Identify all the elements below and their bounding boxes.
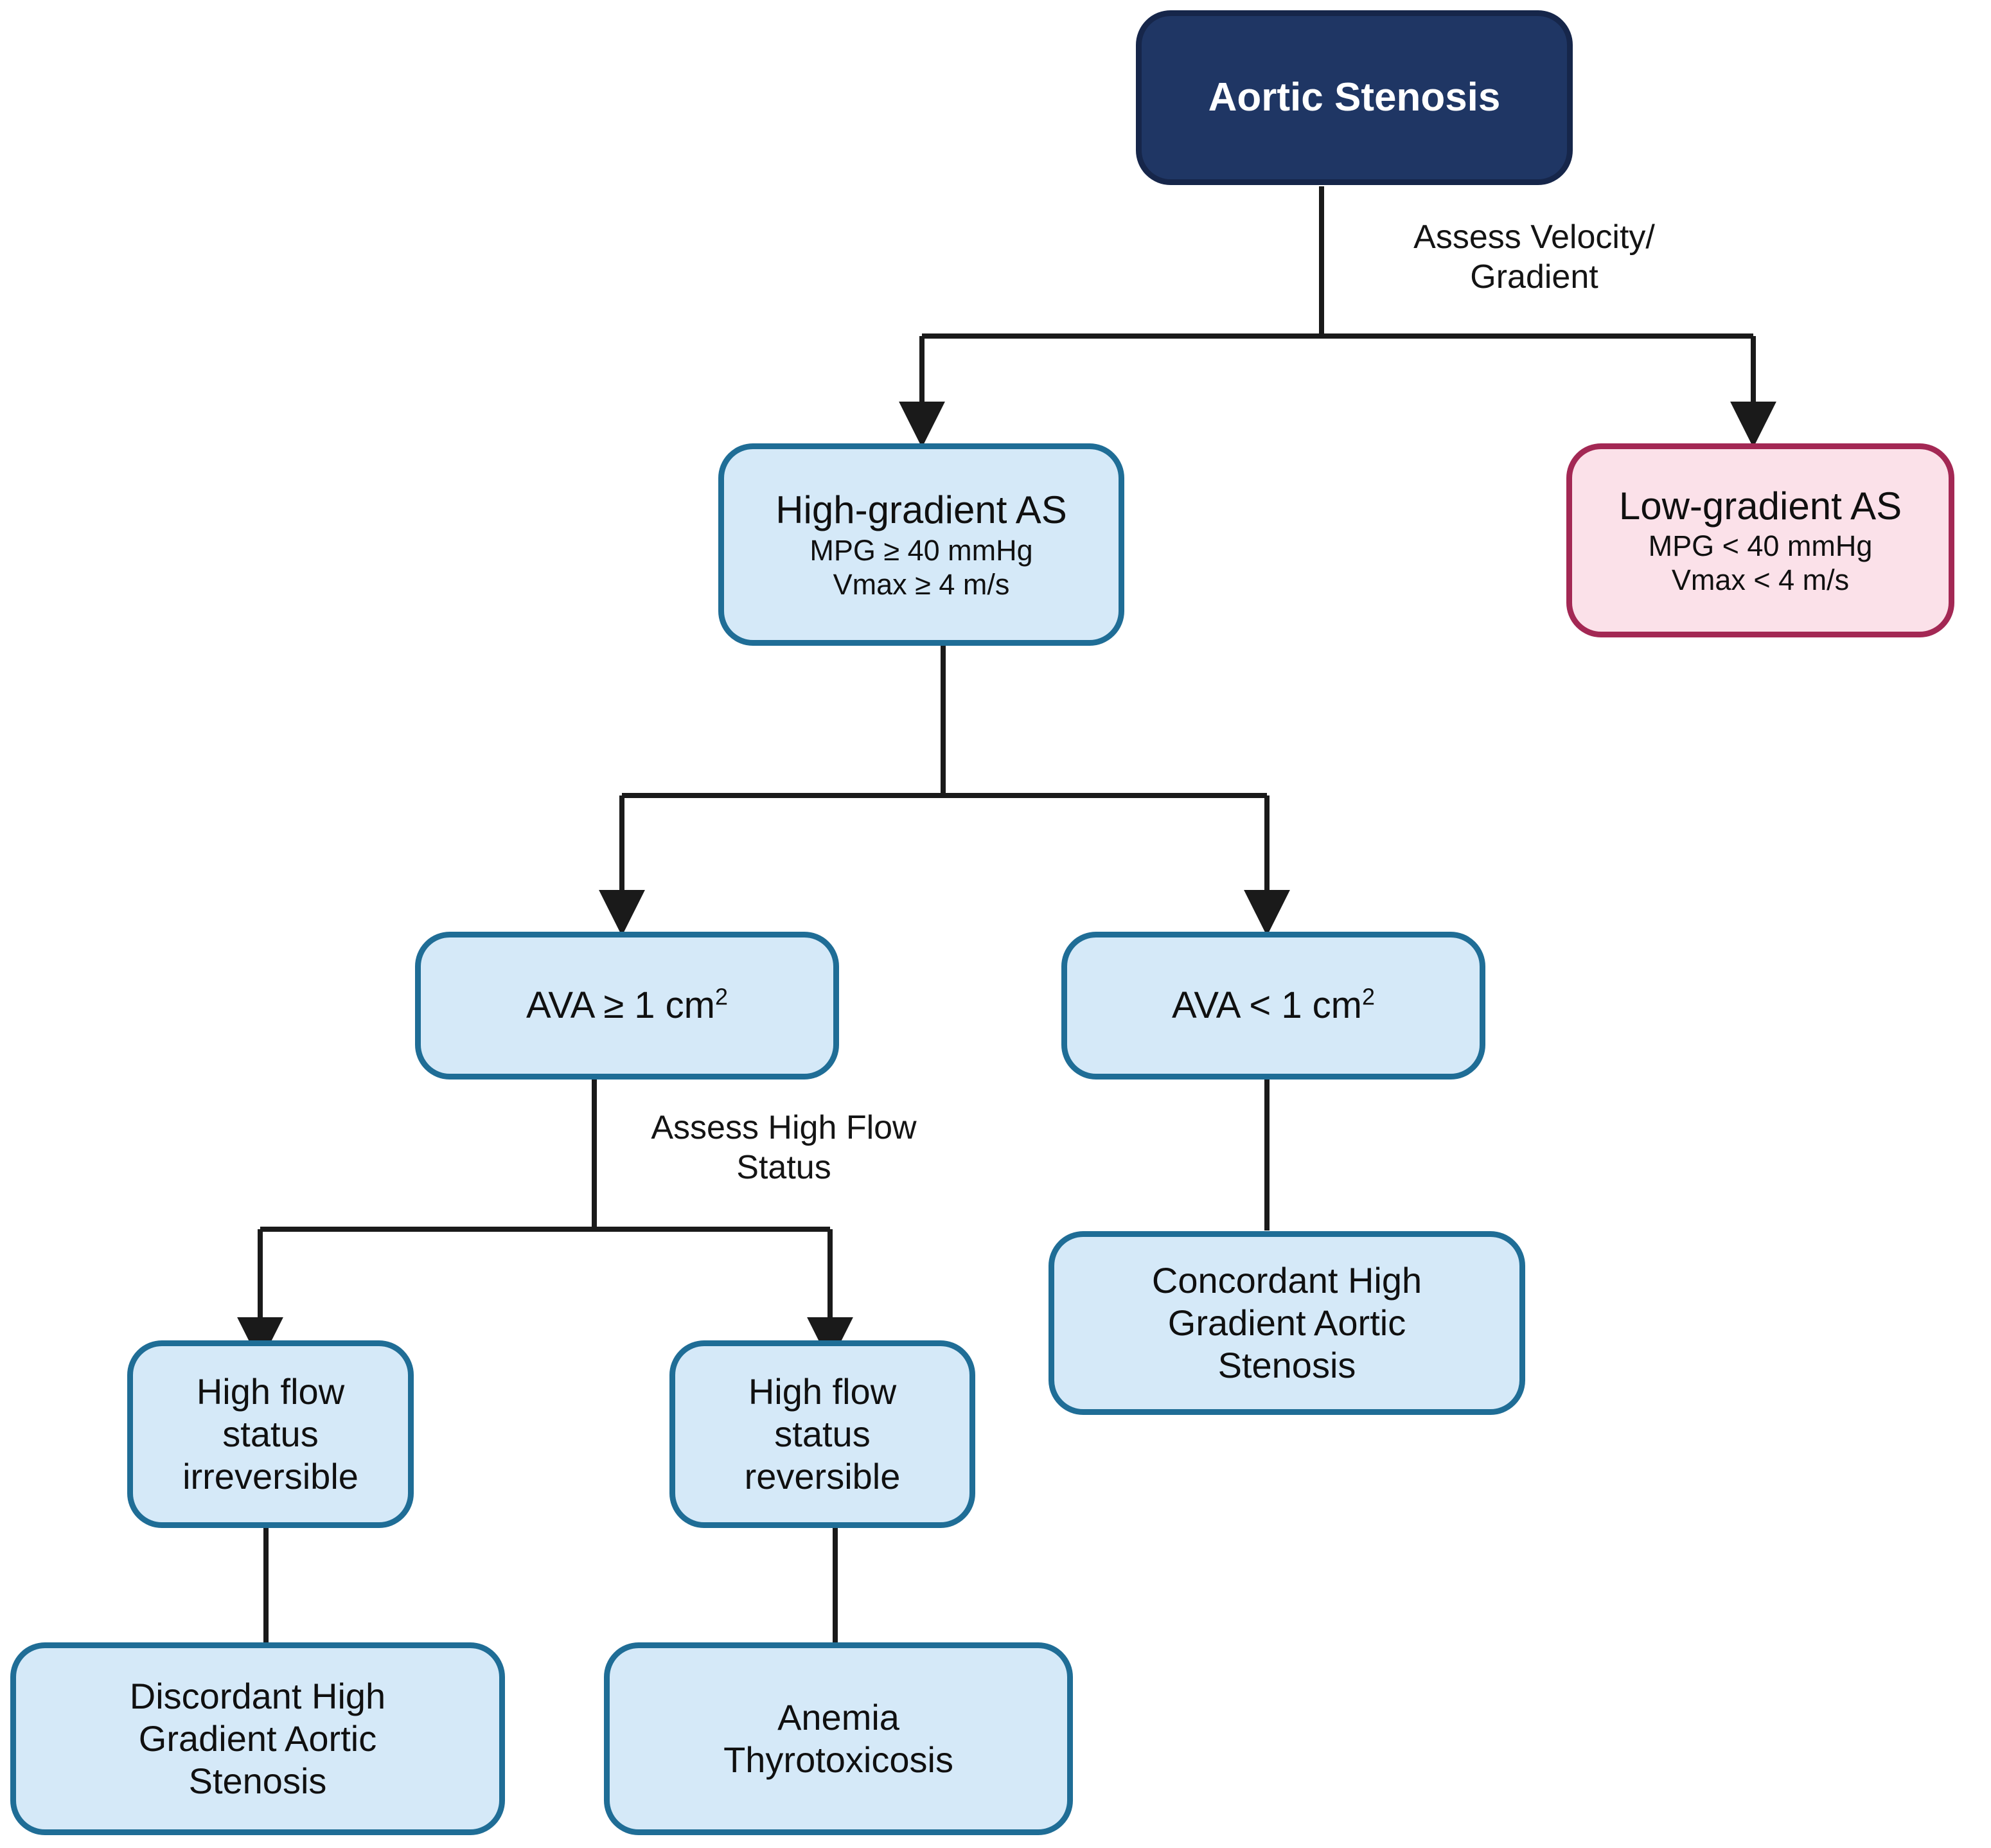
node-high-flow-status-reversible[interactable]: High flow status reversible: [669, 1340, 975, 1528]
node-aortic-stenosis-label: Aortic Stenosis: [1208, 75, 1501, 120]
node-high-flow-status-reversible-label: High flow status reversible: [744, 1371, 901, 1497]
node-high-gradient-as-mpg: MPG ≥ 40 mmHg: [810, 533, 1033, 567]
node-high-flow-status-irreversible[interactable]: High flow status irreversible: [127, 1340, 414, 1528]
node-concordant-high-gradient-as[interactable]: Concordant High Gradient Aortic Stenosis: [1049, 1231, 1525, 1415]
node-anemia-thyrotoxicosis-label: Anemia Thyrotoxicosis: [723, 1696, 953, 1780]
edge-label-assess-velocity-gradient: Assess Velocity/ Gradient: [1413, 218, 1655, 296]
node-ava-ge-1[interactable]: AVA ≥ 1 cm2: [415, 932, 839, 1079]
node-low-gradient-as-title: Low-gradient AS: [1618, 484, 1902, 528]
node-concordant-high-gradient-as-label: Concordant High Gradient Aortic Stenosis: [1151, 1259, 1422, 1386]
node-high-flow-status-irreversible-label: High flow status irreversible: [182, 1371, 358, 1497]
node-aortic-stenosis[interactable]: Aortic Stenosis: [1136, 10, 1573, 185]
node-high-gradient-as-vmax: Vmax ≥ 4 m/s: [833, 567, 1010, 601]
edge-label-assess-high-flow-status: Assess High Flow Status: [651, 1109, 917, 1187]
node-discordant-high-gradient-as[interactable]: Discordant High Gradient Aortic Stenosis: [10, 1642, 505, 1835]
node-high-gradient-as-title: High-gradient AS: [775, 488, 1067, 531]
node-low-gradient-as[interactable]: Low-gradient AS MPG < 40 mmHg Vmax < 4 m…: [1566, 443, 1954, 637]
node-anemia-thyrotoxicosis[interactable]: Anemia Thyrotoxicosis: [604, 1642, 1073, 1835]
node-low-gradient-as-mpg: MPG < 40 mmHg: [1648, 529, 1873, 563]
node-ava-ge-1-label: AVA ≥ 1 cm2: [526, 983, 728, 1026]
superscript-two: 2: [715, 983, 728, 1010]
node-discordant-high-gradient-as-label: Discordant High Gradient Aortic Stenosis: [129, 1675, 386, 1802]
node-ava-lt-1[interactable]: AVA < 1 cm2: [1061, 932, 1485, 1079]
node-ava-lt-1-label: AVA < 1 cm2: [1171, 983, 1376, 1026]
superscript-two: 2: [1362, 983, 1376, 1010]
node-low-gradient-as-vmax: Vmax < 4 m/s: [1671, 564, 1850, 597]
node-high-gradient-as[interactable]: High-gradient AS MPG ≥ 40 mmHg Vmax ≥ 4 …: [718, 443, 1124, 646]
